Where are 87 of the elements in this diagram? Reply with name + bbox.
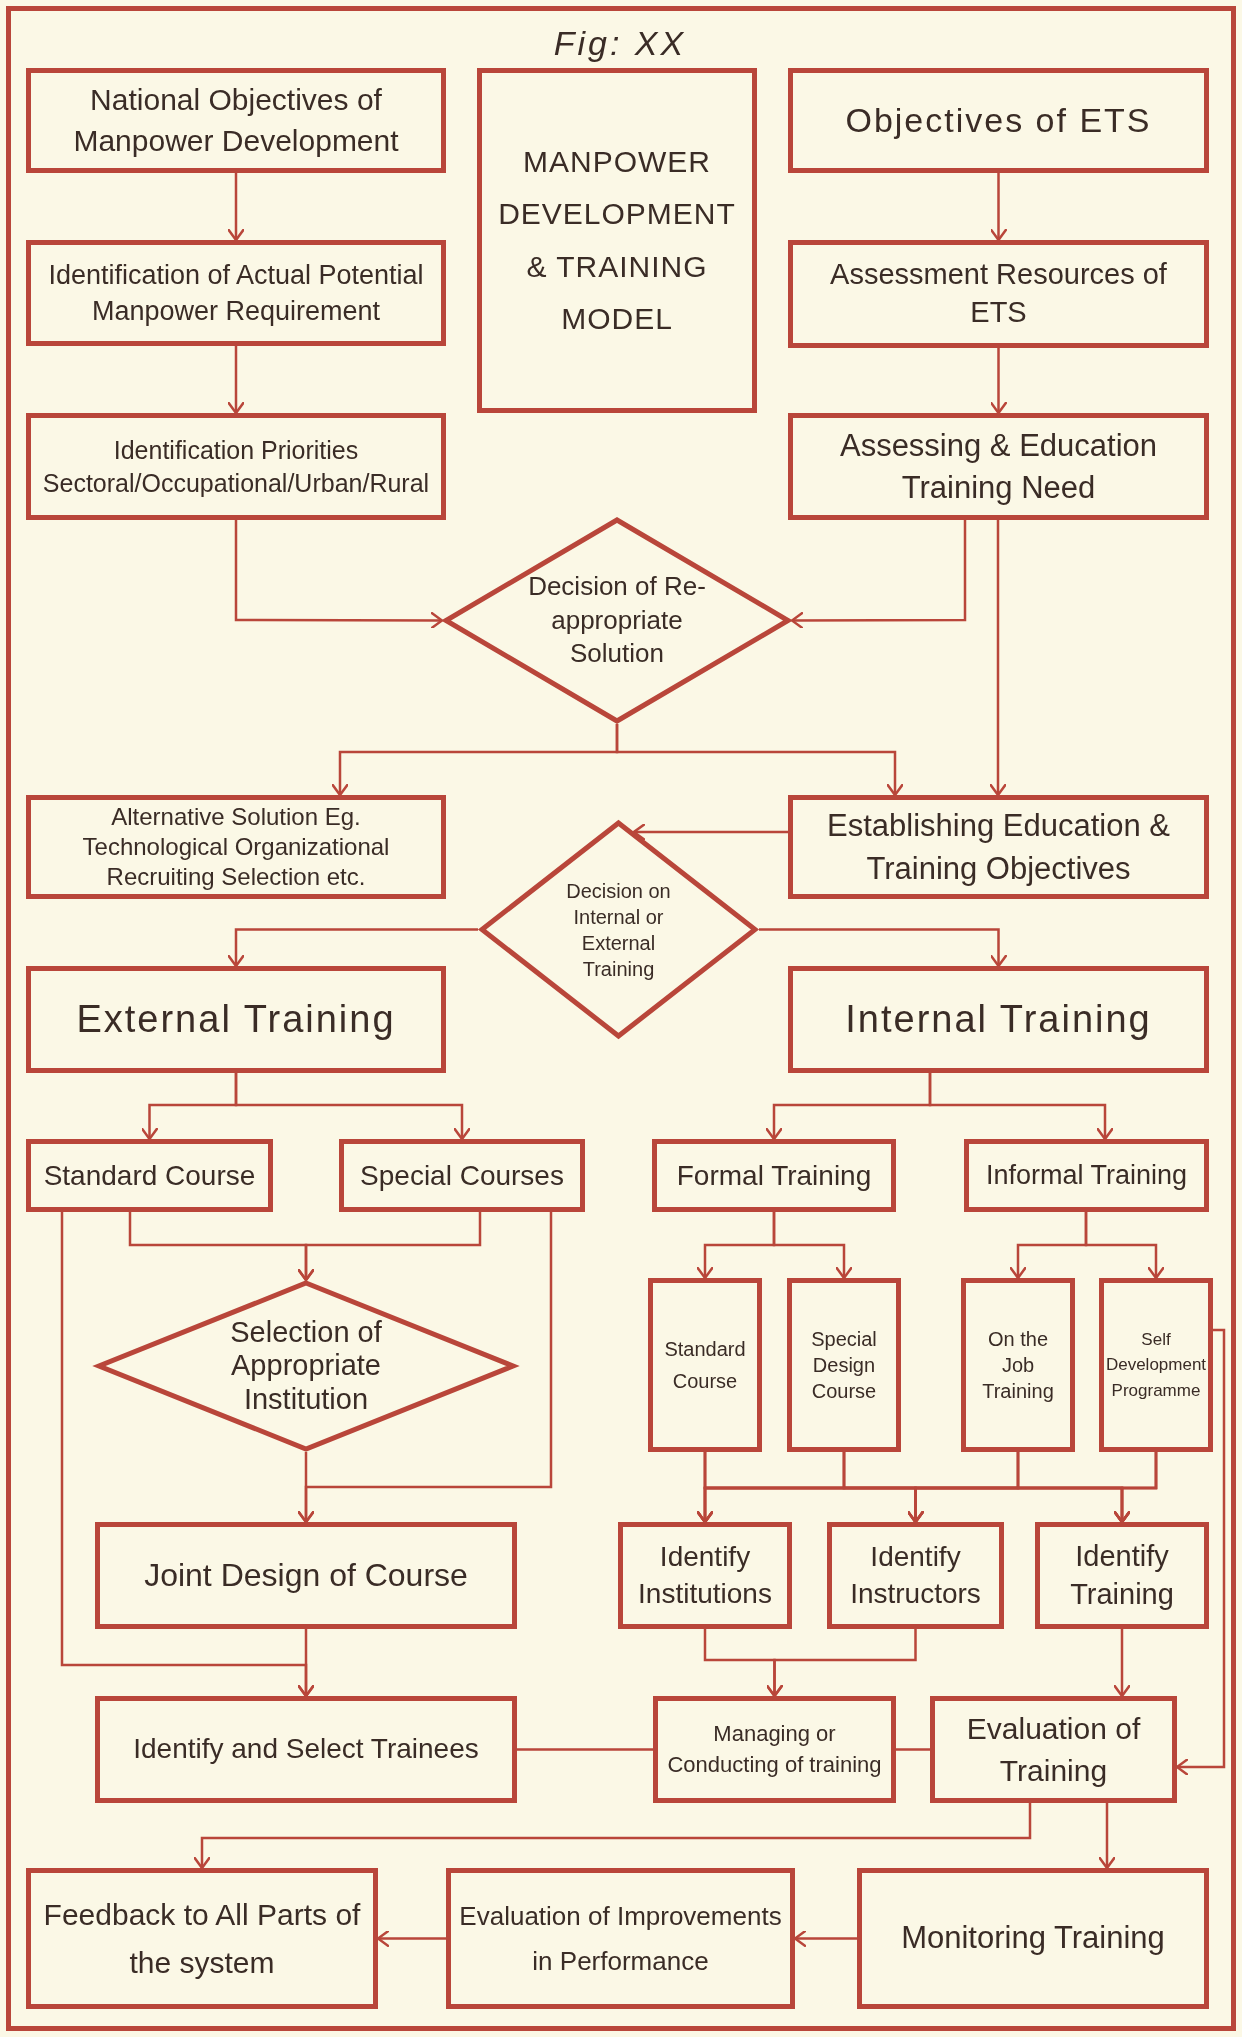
box-text: Standard Course <box>663 1337 747 1394</box>
process-box <box>477 68 757 413</box>
box-text: Assessment Resources of ETS <box>829 257 1168 330</box>
process-box <box>1099 1278 1213 1452</box>
process-box <box>653 1696 896 1803</box>
arrow <box>234 1073 472 1141</box>
box-text: National Objectives of Manpower Development <box>72 82 400 159</box>
process-box <box>788 240 1209 348</box>
box-text: Decision on Internal or External Training <box>565 878 672 982</box>
arrow <box>772 1212 854 1280</box>
box-text: Decision of Re-appropriate Solution <box>527 569 707 671</box>
box-text: External Training <box>76 996 396 1042</box>
box-text: Identify Instructors <box>849 1540 982 1611</box>
process-box <box>787 1278 901 1452</box>
arrow <box>615 724 905 797</box>
arrow <box>928 1073 1115 1141</box>
box-text: Identify Institutions <box>637 1540 773 1611</box>
process-box <box>788 68 1209 173</box>
process-box <box>95 1696 517 1803</box>
arrow <box>234 520 444 630</box>
box-text: Identification Priorities Sectoral/Occupational/Urban/Rural <box>41 435 431 499</box>
arrow <box>1084 1212 1166 1280</box>
process-box <box>26 413 446 520</box>
box-text: Informal Training <box>985 1159 1188 1192</box>
box-text: Evaluation of Training <box>965 1710 1142 1789</box>
arrow <box>759 928 1008 968</box>
box-text: Monitoring Training <box>901 1919 1165 1958</box>
arrow <box>376 1929 446 1948</box>
box-text: Self Development Programme <box>1105 1328 1207 1402</box>
process-box <box>788 966 1209 1073</box>
process-box <box>26 240 446 346</box>
arrow <box>988 520 1008 797</box>
process-box <box>26 1139 273 1212</box>
box-text: Identification of Actual Potential Manpower Requirement <box>47 258 425 328</box>
box-text: Selection of Appropriate Institution <box>229 1316 383 1416</box>
box-text: Evaluation of Improvements in Performance <box>459 1900 782 1978</box>
box-text: On the Job Training <box>981 1327 1055 1404</box>
process-box <box>652 1139 896 1212</box>
box-text: Managing or Conducting of training <box>666 1719 883 1779</box>
arrow <box>226 346 246 415</box>
arrow <box>989 173 1008 242</box>
arrow <box>793 1929 857 1948</box>
arrow <box>1175 1328 1226 1777</box>
process-box <box>961 1278 1075 1452</box>
process-box <box>26 966 446 1073</box>
box-text: Identify Training <box>1069 1538 1175 1612</box>
arrow <box>296 1212 482 1282</box>
box-text: Joint Design of Course <box>144 1555 468 1595</box>
arrow <box>226 173 246 242</box>
box-text: MANPOWER DEVELOPMENT & TRAINING MODEL <box>497 143 737 337</box>
process-box <box>788 795 1209 899</box>
box-text: Assessing & Education Training Need <box>838 426 1159 507</box>
process-box <box>648 1278 762 1452</box>
box-text: Standard Course <box>43 1158 256 1193</box>
process-box <box>1035 1522 1209 1629</box>
figure-number: Fig: XX <box>552 24 688 63</box>
process-box <box>26 795 446 899</box>
process-box <box>618 1522 792 1629</box>
arrow <box>989 348 1008 415</box>
process-box <box>26 1868 378 2009</box>
process-box <box>788 413 1209 520</box>
arrow <box>192 1803 1032 1870</box>
arrow <box>765 1629 917 1698</box>
process-box <box>827 1522 1004 1629</box>
arrow <box>632 822 788 842</box>
process-box <box>95 1522 517 1629</box>
arrow <box>1097 1803 1117 1870</box>
box-text: Formal Training <box>676 1158 872 1193</box>
box-text: Establishing Education & Training Objectives <box>826 806 1171 888</box>
process-box <box>26 68 446 173</box>
box-text: Objectives of ETS <box>845 100 1152 142</box>
box-text: Internal Training <box>845 996 1152 1042</box>
box-text: Feedback to All Parts of the system <box>42 1896 362 1981</box>
arrow <box>296 1452 316 1524</box>
box-text: Identify and Select Trainees <box>133 1732 479 1767</box>
arrow <box>296 1629 316 1698</box>
process-box <box>964 1139 1209 1212</box>
arrow <box>1112 1629 1132 1698</box>
process-box <box>446 1868 795 2009</box>
arrow <box>226 928 478 968</box>
box-text: Special Courses <box>360 1158 564 1193</box>
box-text: Alternative Solution Eg. Technological Organizational Recruiting Selection etc. <box>81 802 391 892</box>
process-box <box>339 1139 585 1212</box>
process-box <box>857 1868 1209 2009</box>
process-box <box>930 1696 1177 1803</box>
box-text: Special Design Course <box>810 1327 878 1404</box>
arrow <box>790 520 967 630</box>
